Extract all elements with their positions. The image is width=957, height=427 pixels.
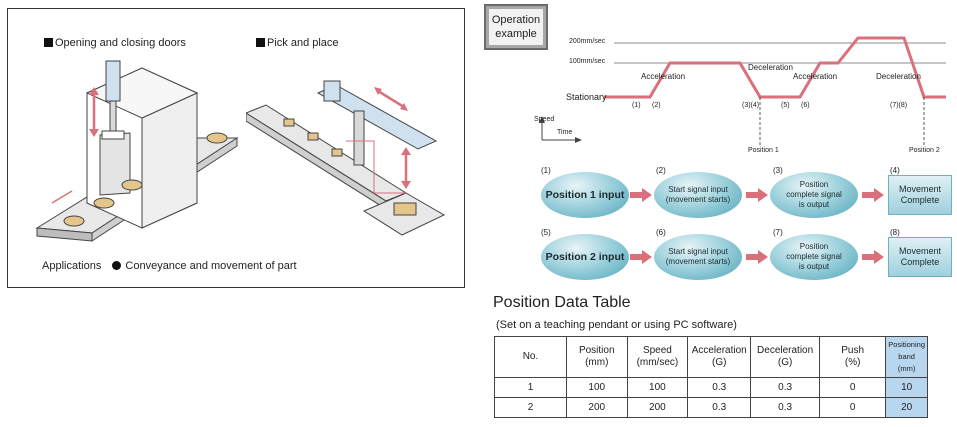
square-bullet-icon xyxy=(44,38,53,47)
step-number: (8) xyxy=(890,228,900,237)
step-number: (3) xyxy=(773,166,783,175)
table-title: Position Data Table xyxy=(493,294,631,311)
column-header: Position(mm) xyxy=(565,336,628,378)
column-header: Speed(mm/sec) xyxy=(626,336,689,378)
position-2-input-step: Position 2 input xyxy=(541,234,629,280)
mark-1: (1) xyxy=(632,102,641,109)
table-cell: 20 xyxy=(885,397,928,418)
table-cell: 200 xyxy=(565,397,628,418)
mark-5: (5) xyxy=(781,102,790,109)
column-header: Acceleration(G) xyxy=(687,336,752,378)
column-header: Deceleration(G) xyxy=(750,336,821,378)
position-1-label: Position 1 xyxy=(748,147,779,154)
start-signal-step: Start signal input(movement starts) xyxy=(654,172,742,218)
flow-arrow-icon xyxy=(862,188,884,202)
deceleration-label-2: Deceleration xyxy=(876,72,921,81)
door-machine-illustration xyxy=(35,60,239,242)
opening-doors-caption: Opening and closing doors xyxy=(44,37,186,49)
applications-footer: Applications Conveyance and movement of … xyxy=(42,260,297,272)
table-cell: 100 xyxy=(565,377,628,398)
speed-profile-line xyxy=(604,36,946,99)
table-row: 1 100 100 0.3 0.3 0 10 xyxy=(494,377,928,398)
acceleration-label-2: Acceleration xyxy=(793,72,838,81)
position-data-table: No. Position(mm) Speed(mm/sec) Accelerat… xyxy=(494,336,928,418)
time-axis-label: Time xyxy=(557,129,573,136)
pick-place-caption: Pick and place xyxy=(256,37,339,49)
column-header: Push(%) xyxy=(819,336,887,378)
speed-profile-diagram xyxy=(539,36,946,145)
pick-place-illustration xyxy=(246,80,446,236)
acceleration-label-1: Acceleration xyxy=(641,72,686,81)
flow-arrow-icon xyxy=(630,188,652,202)
step-number: (1) xyxy=(541,166,551,175)
speed-100-label: 100mm/sec xyxy=(569,58,606,65)
table-cell: 0 xyxy=(819,397,887,418)
position-1-input-step: Position 1 input xyxy=(541,172,629,218)
table-cell: 0.3 xyxy=(750,397,821,418)
table-header-row: No. Position(mm) Speed(mm/sec) Accelerat… xyxy=(494,336,928,378)
table-cell: 10 xyxy=(885,377,928,398)
flow-arrow-icon xyxy=(746,188,768,202)
table-cell: 0.3 xyxy=(687,397,752,418)
flow-arrow-icon xyxy=(746,250,768,264)
step-number: (2) xyxy=(656,166,666,175)
mark-3-4: (3)(4) xyxy=(742,102,760,109)
table-subtitle: (Set on a teaching pendant or using PC s… xyxy=(496,319,737,331)
table-cell: 0.3 xyxy=(750,377,821,398)
step-number: (6) xyxy=(656,228,666,237)
square-bullet-icon xyxy=(256,38,265,47)
applications-panel: Opening and closing doors Pick and place xyxy=(7,8,465,288)
step-number: (7) xyxy=(773,228,783,237)
table-cell: 0 xyxy=(819,377,887,398)
speed-200-label: 200mm/sec xyxy=(569,38,606,45)
position-2-label: Position 2 xyxy=(909,147,940,154)
start-signal-step: Start signal input(movement starts) xyxy=(654,234,742,280)
deceleration-label-1: Deceleration xyxy=(748,63,793,72)
table-cell: 200 xyxy=(626,397,689,418)
flow-arrow-icon xyxy=(630,250,652,264)
table-cell: 100 xyxy=(626,377,689,398)
mark-6: (6) xyxy=(801,102,810,109)
speed-axis-label: Speed xyxy=(534,116,555,123)
table-cell: 2 xyxy=(494,397,567,418)
table-cell: 1 xyxy=(494,377,567,398)
column-header: No. xyxy=(494,336,567,378)
table-row: 2 200 200 0.3 0.3 0 20 xyxy=(494,397,928,418)
stationary-label: Stationary xyxy=(566,92,607,102)
step-number: (5) xyxy=(541,228,551,237)
mark-2: (2) xyxy=(652,102,661,109)
step-number: (4) xyxy=(890,166,900,175)
flow-arrow-icon xyxy=(862,250,884,264)
table-cell: 0.3 xyxy=(687,377,752,398)
round-bullet-icon xyxy=(112,261,122,270)
column-header: Positioning band(mm) xyxy=(885,336,928,378)
mark-7-8: (7)(8) xyxy=(890,102,908,109)
